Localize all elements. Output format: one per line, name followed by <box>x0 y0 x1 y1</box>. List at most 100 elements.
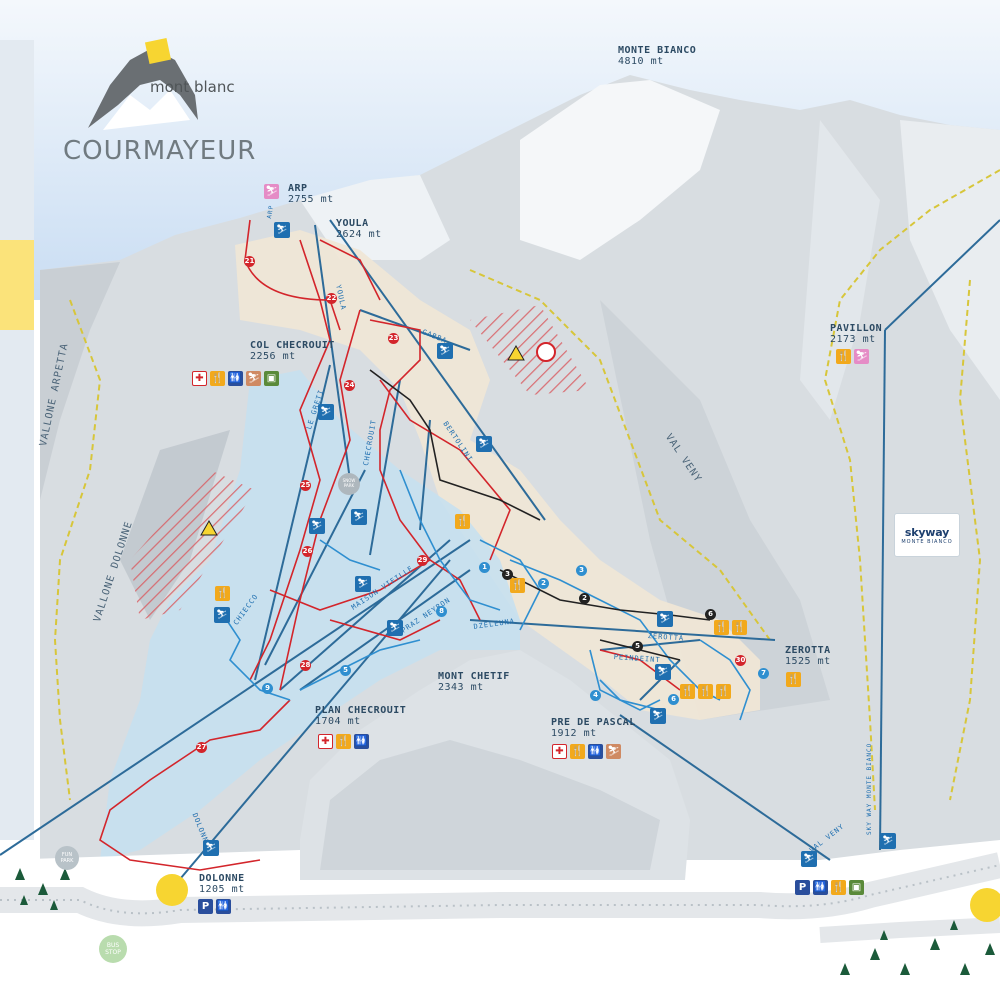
run-number-blue[interactable]: 3 <box>576 565 587 576</box>
lift-sign-maison-vieille[interactable]: ⛷ <box>355 576 371 592</box>
restaurant-icon: 🍴 <box>714 620 729 635</box>
lift-sign-zerotta[interactable]: ⛷ <box>657 611 673 627</box>
left-legend-strip <box>0 40 34 840</box>
parking-icon: P <box>198 899 213 914</box>
run-number-blue[interactable]: 1 <box>479 562 490 573</box>
icons-plan-checrouit: ✚ 🍴 🚻 <box>318 734 369 749</box>
lift-sign-praz[interactable]: ⛷ <box>387 620 403 636</box>
run-number-black[interactable]: 5 <box>632 641 643 652</box>
restaurant-icon: 🍴 <box>455 514 470 529</box>
forest-zone <box>100 370 520 860</box>
station-altitude: 1525 mt <box>785 656 831 667</box>
lift-sign-arp[interactable]: ⛷ <box>274 222 290 238</box>
bus-stop-badge[interactable]: BUS STOP <box>99 935 127 963</box>
blue-runs <box>219 469 751 721</box>
lift-sign-checrouit[interactable]: ⛷ <box>351 509 367 525</box>
restaurant-icon: 🍴 <box>831 880 846 895</box>
run-number-blue[interactable]: 9 <box>262 683 273 694</box>
restaurant-icon: 🍴 <box>698 684 713 699</box>
lift-sign-skyway[interactable]: ⛷ <box>880 833 896 849</box>
logo-subtitle: mont blanc <box>150 78 235 96</box>
station-altitude: 2755 mt <box>288 194 334 205</box>
danger-zone-upper <box>470 305 590 395</box>
icons-zerotta: 🍴 <box>786 672 801 687</box>
ticket-icon: ▣ <box>264 371 279 386</box>
run-number-blue[interactable]: 2 <box>538 578 549 589</box>
lift-sign-pre-de-pascal[interactable]: ⛷ <box>650 708 666 724</box>
icons-peindeint: 🍴 🍴 🍴 <box>680 684 731 699</box>
run-number-black[interactable]: 3 <box>502 569 513 580</box>
lift-sign-le-greti[interactable]: ⛷ <box>318 404 334 420</box>
station-col-checrouit: COL CHECROUIT 2256 mt <box>250 340 335 362</box>
logo-title: COURMAYEUR <box>63 136 257 166</box>
lift-sign-chiecco[interactable]: ⛷ <box>309 518 325 534</box>
station-altitude: 1205 mt <box>199 884 245 895</box>
station-pre-de-pascal: PRE DE PASCAL 1912 mt <box>551 717 636 739</box>
lift-sign-gabba[interactable]: ⛷ <box>437 343 453 359</box>
run-number-blue[interactable]: 8 <box>436 606 447 617</box>
toilet-icon: 🚻 <box>813 880 828 895</box>
run-number-red[interactable]: 24 <box>344 380 355 391</box>
run-number-black[interactable]: 6 <box>705 609 716 620</box>
icons-mid-mountain: 🍴 <box>455 514 470 529</box>
run-number-red[interactable]: 25 <box>300 480 311 491</box>
run-number-blue[interactable]: 6 <box>668 694 679 705</box>
run-number-blue[interactable]: 4 <box>590 690 601 701</box>
station-name: COL CHECROUIT <box>250 340 335 351</box>
ski-school-icon: ⛷ <box>606 744 621 759</box>
icons-pre-de-pascal: ✚ 🍴 🚻 ⛷ <box>552 744 621 759</box>
lift-sign-bertolini[interactable]: ⛷ <box>476 436 492 452</box>
toilet-icon: 🚻 <box>216 899 231 914</box>
run-number-blue[interactable]: 5 <box>340 665 351 676</box>
run-number-red[interactable]: 23 <box>388 333 399 344</box>
station-name: PAVILLON <box>830 323 883 334</box>
restaurant-icon: 🍴 <box>336 734 351 749</box>
icons-zerotta-lift: 🍴 🍴 <box>714 620 747 635</box>
toilet-icon: 🚻 <box>354 734 369 749</box>
skyway-logo[interactable]: skyway MONTE BIANCO <box>894 513 960 557</box>
run-number-red[interactable]: 26 <box>302 546 313 557</box>
station-plan-checrouit: PLAN CHECROUIT 1704 mt <box>315 705 406 727</box>
restaurant-icon: 🍴 <box>716 684 731 699</box>
run-number-red[interactable]: 28 <box>300 660 311 671</box>
restaurant-icon: 🍴 <box>732 620 747 635</box>
ski-school-icon: ⛷ <box>246 371 261 386</box>
run-number-red[interactable]: 30 <box>735 655 746 666</box>
restaurant-icon: 🍴 <box>510 578 525 593</box>
lift-sign-chiecco-lower[interactable]: ⛷ <box>214 607 230 623</box>
logo-mountain <box>88 48 198 128</box>
station-dolonne: DOLONNE 1205 mt <box>199 873 245 895</box>
restaurant-icon: 🍴 <box>210 371 225 386</box>
station-altitude: 1704 mt <box>315 716 361 727</box>
lift-sign-val-veny[interactable]: ⛷ <box>801 851 817 867</box>
fun-park-badge[interactable]: FUN PARK <box>55 846 79 870</box>
lift-sign-dolonne[interactable]: ⛷ <box>203 840 219 856</box>
ski-school-icon: ⛷ <box>264 184 279 199</box>
station-arp: ARP 2755 mt <box>288 183 334 205</box>
station-name: PRE DE PASCAL <box>551 717 636 728</box>
lift-label-sky-way[interactable]: SKY WAY MONTE BIANCO <box>866 742 873 835</box>
toilet-icon: 🚻 <box>228 371 243 386</box>
run-number-red[interactable]: 29 <box>417 555 428 566</box>
peak-altitude: 4810 mt <box>618 56 664 67</box>
peak-name: MONT CHETIF <box>438 671 510 682</box>
snow-park-badge[interactable]: SNOW PARK <box>338 473 360 495</box>
lift-sign-peindeint[interactable]: ⛷ <box>655 664 671 680</box>
peak-monte-bianco: MONTE BIANCO 4810 mt <box>618 45 696 67</box>
icons-dolonne: P 🚻 <box>198 899 231 914</box>
run-number-red[interactable]: 27 <box>196 742 207 753</box>
run-number-blue[interactable]: 7 <box>758 668 769 679</box>
restaurant-icon: 🍴 <box>215 586 230 601</box>
ski-domain-area <box>235 230 760 720</box>
valley-road <box>0 852 1000 927</box>
station-name: DOLONNE <box>199 873 245 884</box>
dolonne-sun <box>156 874 188 906</box>
restaurant-icon: 🍴 <box>570 744 585 759</box>
run-number-black[interactable]: 2 <box>579 593 590 604</box>
station-youla: YOULA 2624 mt <box>336 218 382 240</box>
run-number-red[interactable]: 21 <box>244 256 255 267</box>
run-number-red[interactable]: 22 <box>326 293 337 304</box>
icons-val-veny: P 🚻 🍴 ▣ <box>795 880 864 895</box>
skyway-title: skyway <box>904 526 950 539</box>
station-name: ARP <box>288 183 308 194</box>
